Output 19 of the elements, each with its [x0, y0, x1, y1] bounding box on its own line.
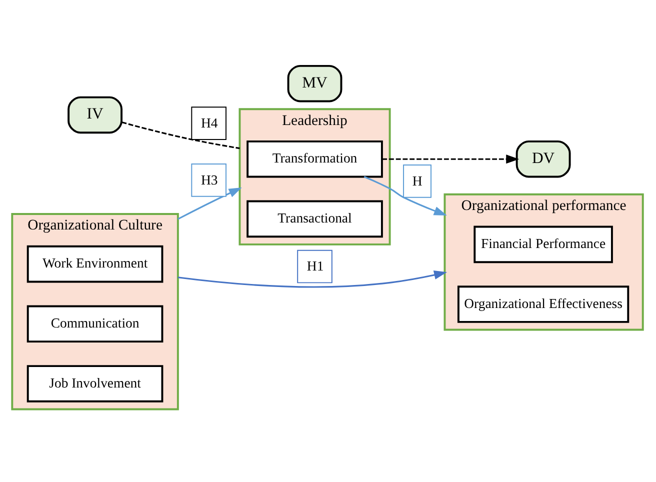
- edge-label: H1: [306, 258, 324, 274]
- arrow: [382, 154, 520, 164]
- node-box: MV: [287, 64, 342, 102]
- node-box: Job Involvement: [26, 364, 164, 402]
- node-box: Communication: [26, 304, 164, 342]
- edge-label: H: [412, 172, 422, 188]
- connector: [122, 121, 240, 149]
- edge-label: H3: [200, 172, 218, 187]
- node-box: DV: [516, 140, 571, 178]
- node-box: Organizational Effectiveness: [457, 285, 630, 322]
- edge-label: H4: [200, 114, 218, 130]
- arrow: [364, 176, 447, 216]
- node-box: Work Environment: [26, 244, 164, 282]
- node-box: IV: [68, 96, 122, 134]
- node-box: Transactional: [246, 200, 383, 238]
- node-box: Transformation: [246, 140, 383, 178]
- arrow: [178, 270, 448, 288]
- arrow: [178, 187, 242, 220]
- node-box: Financial Performance: [474, 225, 613, 263]
